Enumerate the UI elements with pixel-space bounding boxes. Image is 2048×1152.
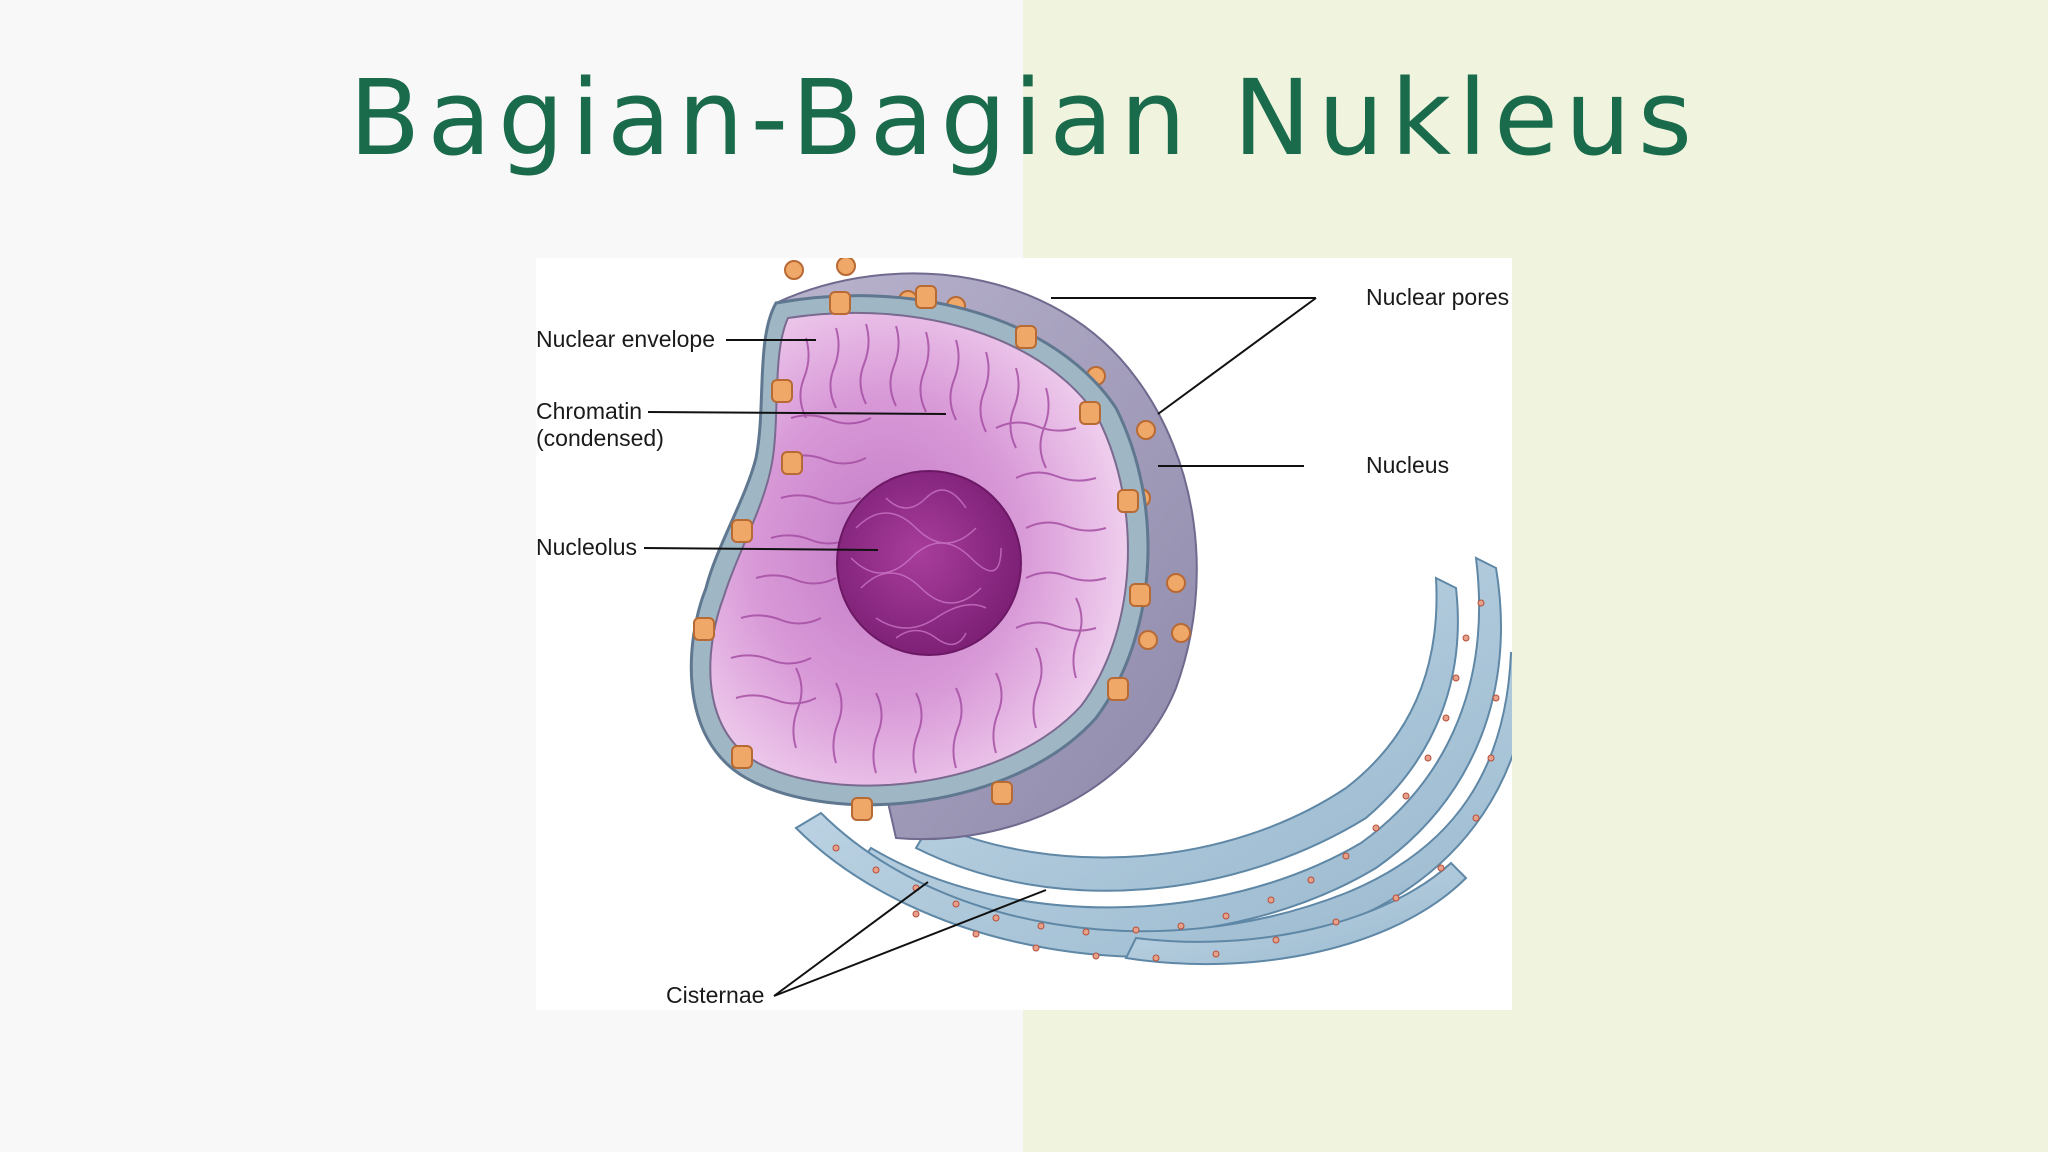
label-chromatin: Chromatin — [536, 398, 643, 424]
chromatin-fibers — [730, 323, 1107, 774]
nucleolus-body — [836, 470, 1022, 656]
label-nuclear-pores: Nuclear pores — [1366, 284, 1510, 310]
label-nucleolus: Nucleolus — [536, 534, 637, 560]
leader-cisternae-2 — [773, 889, 1047, 997]
leader-pores-2 — [1157, 297, 1317, 415]
nucleolus-texture — [850, 489, 1002, 646]
leader-nucleolus — [643, 547, 879, 551]
er-cisternae — [794, 556, 1512, 966]
nucleus-illustration — [643, 258, 1512, 997]
leader-chromatin — [647, 411, 947, 415]
leader-cisternae-1 — [773, 881, 929, 997]
label-cisternae: Cisternae — [666, 982, 765, 1008]
label-chromatin-condensed: (condensed) — [536, 425, 664, 451]
ribosome-dots — [832, 599, 1500, 962]
label-nuclear-envelope: Nuclear envelope — [536, 326, 716, 352]
slide-title: Bagian-Bagian Nukleus — [348, 57, 1700, 179]
label-nucleus: Nucleus — [1366, 452, 1450, 478]
envelope-pores — [693, 285, 1151, 821]
nucleus-diagram: Nuclear envelope Chromatin (condensed) N… — [536, 258, 1512, 1010]
leader-lines — [643, 297, 1317, 997]
